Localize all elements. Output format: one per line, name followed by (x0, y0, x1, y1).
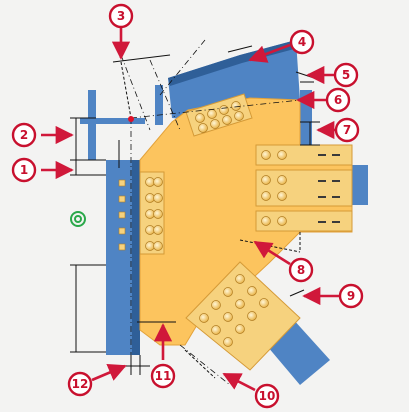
bolt (145, 177, 155, 187)
callout-label: 10 (259, 389, 276, 403)
bolt (247, 311, 257, 321)
bolt (261, 216, 271, 226)
callout-8: 8 (288, 257, 314, 283)
angle-right-2 (255, 169, 353, 207)
callout-label: 5 (342, 68, 350, 82)
bolt (198, 123, 208, 133)
callout-10: 10 (254, 383, 280, 409)
callout-arrows (41, 28, 339, 392)
bolt (277, 175, 287, 185)
callout-9: 9 (338, 283, 364, 309)
target-icon (70, 211, 86, 227)
brace-upper-tee (80, 118, 145, 124)
bolt (261, 175, 271, 185)
bolt (145, 209, 155, 219)
brace-upper-left-plate (88, 90, 96, 160)
callout-12: 12 (67, 371, 93, 397)
callout-7: 7 (334, 117, 360, 143)
callout-1: 1 (11, 157, 37, 183)
callout-3: 3 (108, 3, 134, 29)
callout-label: 3 (117, 9, 125, 23)
work-point-marker (128, 116, 134, 122)
bolt (223, 287, 233, 297)
bolt (153, 225, 163, 235)
bolt (223, 337, 233, 347)
angle-group-lower (185, 261, 301, 371)
bolt (199, 313, 209, 323)
bolt (235, 299, 245, 309)
callout-label: 4 (298, 35, 306, 49)
bolt (210, 119, 220, 129)
callout-4: 4 (289, 29, 315, 55)
bolt (277, 216, 287, 226)
callout-label: 6 (334, 93, 342, 107)
right-nut-marks (318, 154, 340, 223)
right-beam-stub (350, 165, 368, 205)
column-web (106, 160, 134, 355)
angle-group-column (118, 171, 165, 255)
bolt (222, 115, 232, 125)
bolt (153, 193, 163, 203)
bolt (234, 111, 244, 121)
bolt (231, 101, 241, 111)
bolt (145, 225, 155, 235)
bolt (153, 209, 163, 219)
column-member (106, 160, 140, 355)
bolt (259, 298, 269, 308)
bolt (211, 300, 221, 310)
bolt (277, 150, 287, 160)
callout-label: 1 (20, 163, 28, 177)
bolt (223, 312, 233, 322)
callout-label: 8 (297, 263, 305, 277)
bolt (153, 241, 163, 251)
bolt (145, 241, 155, 251)
callout-5: 5 (333, 62, 359, 88)
bolt (219, 105, 229, 115)
callout-label: 9 (347, 289, 355, 303)
brace-upper-stem (155, 85, 163, 125)
bolt (247, 286, 257, 296)
callout-label: 2 (20, 128, 28, 142)
work-lines (120, 39, 301, 386)
angle-right-3 (255, 210, 353, 232)
bolt (153, 177, 163, 187)
angle-lower (185, 261, 301, 371)
bolt (145, 193, 155, 203)
bolt (261, 150, 271, 160)
column-flange (132, 160, 140, 355)
dimension-lines (70, 45, 320, 379)
callout-label: 11 (155, 369, 172, 383)
callout-label: 7 (343, 123, 351, 137)
callout-11: 11 (150, 363, 176, 389)
column-side-bolt-heads (118, 179, 126, 251)
bolt (207, 109, 217, 119)
bolt (261, 191, 271, 201)
callout-2: 2 (11, 122, 37, 148)
bolt (235, 274, 245, 284)
callout-label: 12 (72, 377, 89, 391)
bolt (195, 113, 205, 123)
callout-6: 6 (325, 87, 351, 113)
bolt (211, 325, 221, 335)
angle-group-right (255, 144, 353, 232)
bolt (235, 324, 245, 334)
bolt (277, 191, 287, 201)
